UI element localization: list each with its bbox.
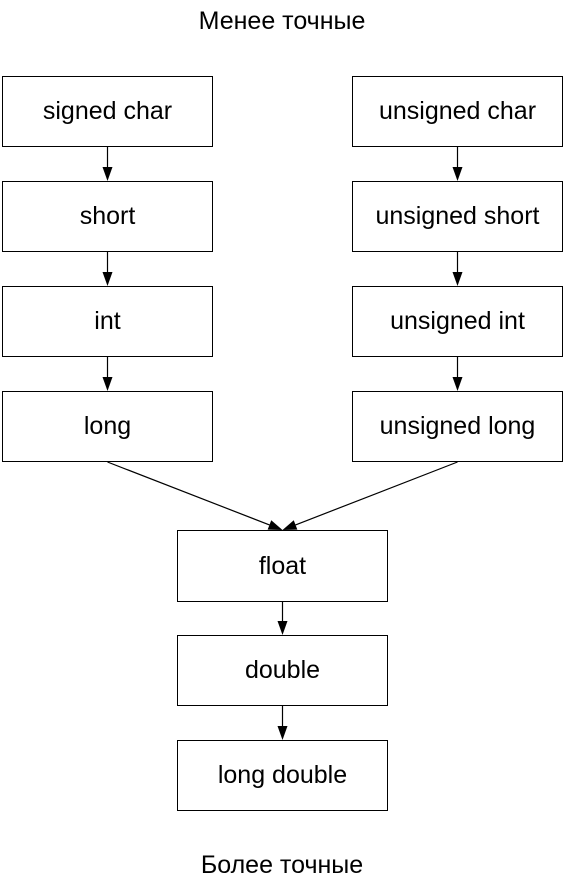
node-unsigned-short: unsigned short (352, 181, 563, 252)
arrowhead-icon (277, 726, 288, 740)
diagram-title-top: Менее точные (198, 7, 366, 35)
node-double: double (177, 635, 388, 706)
edge-short-to-int (102, 252, 113, 286)
edge-float-to-double (277, 602, 288, 635)
arrowhead-icon (282, 520, 298, 530)
arrowhead-icon (452, 272, 463, 286)
edge-unsigned-long-to-float (282, 461, 458, 530)
node-int: int (2, 286, 213, 357)
arrowhead-icon (102, 377, 113, 391)
node-long-double: long double (177, 740, 388, 811)
edge-line (107, 461, 270, 526)
edge-double-to-long-double (277, 706, 288, 740)
edge-unsigned-char-to-unsigned-short (452, 147, 463, 181)
edge-unsigned-int-to-unsigned-long (452, 357, 463, 391)
edge-line (295, 461, 458, 526)
arrowhead-icon (277, 621, 288, 635)
node-unsigned-char: unsigned char (352, 76, 563, 147)
arrowhead-icon (452, 377, 463, 391)
node-unsigned-long: unsigned long (352, 391, 563, 462)
node-signed-char: signed char (2, 76, 213, 147)
edge-long-to-float (107, 461, 283, 530)
edge-int-to-long (102, 357, 113, 391)
arrowhead-icon (102, 167, 113, 181)
arrowhead-icon (102, 272, 113, 286)
node-long: long (2, 391, 213, 462)
edge-unsigned-short-to-unsigned-int (452, 252, 463, 286)
arrowhead-icon (452, 167, 463, 181)
arrowhead-icon (267, 520, 283, 530)
edge-signed-char-to-short (102, 147, 113, 181)
node-short: short (2, 181, 213, 252)
diagram-title-bottom: Более точные (200, 851, 364, 879)
node-float: float (177, 530, 388, 602)
node-unsigned-int: unsigned int (352, 286, 563, 357)
